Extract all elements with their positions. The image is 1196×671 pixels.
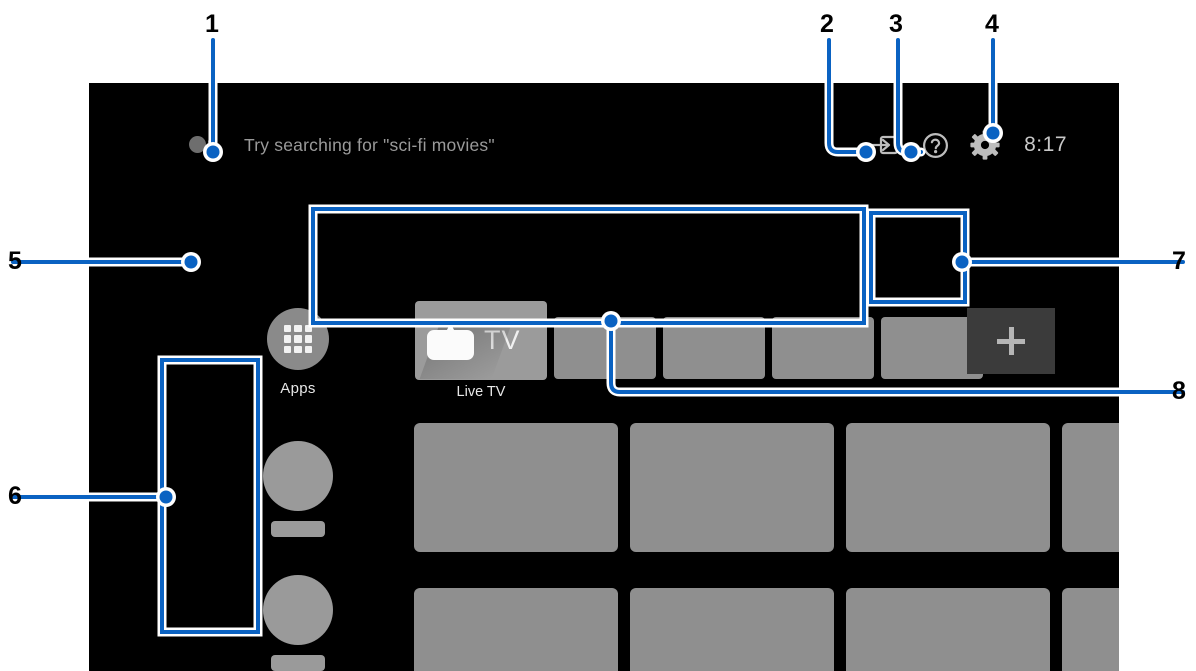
assistant-dots-icon [189,130,223,160]
callout-number-6: 6 [8,482,22,510]
content-card-1-2[interactable] [630,423,834,552]
category-label-bar [271,655,325,671]
callout-number-7: 7 [1172,247,1186,275]
callout-number-5: 5 [8,247,22,275]
category-circle [263,441,333,511]
content-card-1-1[interactable] [414,423,618,552]
app-tile-icon-text: TV [484,325,521,355]
callout-number-2: 2 [820,10,834,38]
input-source-icon[interactable] [870,130,900,160]
apps-grid-icon [267,308,329,370]
callout-number-4: 4 [985,10,999,38]
content-card-2-3[interactable] [846,588,1050,671]
content-card-2-1[interactable] [414,588,618,671]
add-app-tile[interactable] [967,308,1055,374]
category-rail [261,441,335,671]
callout-number-1: 1 [205,10,219,38]
assistant-search-bar[interactable]: Try searching for "sci-fi movies" [189,129,495,161]
apps-launcher-label: Apps [280,380,316,397]
tv-icon [427,322,474,360]
search-hint-text: Try searching for "sci-fi movies" [244,134,495,155]
tv-home-screen: Try searching for "sci-fi movies" [89,83,1119,671]
category-placeholder-1[interactable] [261,441,335,537]
content-card-2-4[interactable] [1062,588,1119,671]
apps-launcher-button[interactable]: Apps [267,308,329,397]
content-row-1 [414,423,1119,552]
content-card-1-4[interactable] [1062,423,1119,552]
content-card-1-3[interactable] [846,423,1050,552]
app-tile-placeholder-3[interactable] [772,317,874,379]
category-placeholder-2[interactable] [261,575,335,671]
category-label-bar [271,521,325,537]
status-bar: Try searching for "sci-fi movies" [89,83,1119,198]
plus-icon-vertical [1008,327,1014,355]
app-tile-placeholder-1[interactable] [554,317,656,379]
app-tile-live-tv[interactable]: TV [415,301,547,380]
category-circle [263,575,333,645]
help-icon[interactable] [920,130,950,160]
app-tile-caption: Live TV [456,384,506,400]
content-card-2-2[interactable] [630,588,834,671]
content-row-2 [414,588,1119,671]
callout-number-3: 3 [889,10,903,38]
callout-number-8: 8 [1172,377,1186,405]
status-icon-group: 8:17 [870,125,1067,165]
app-tile-placeholder-2[interactable] [663,317,765,379]
settings-gear-icon[interactable] [970,130,1000,160]
clock-time: 8:17 [1024,133,1067,156]
